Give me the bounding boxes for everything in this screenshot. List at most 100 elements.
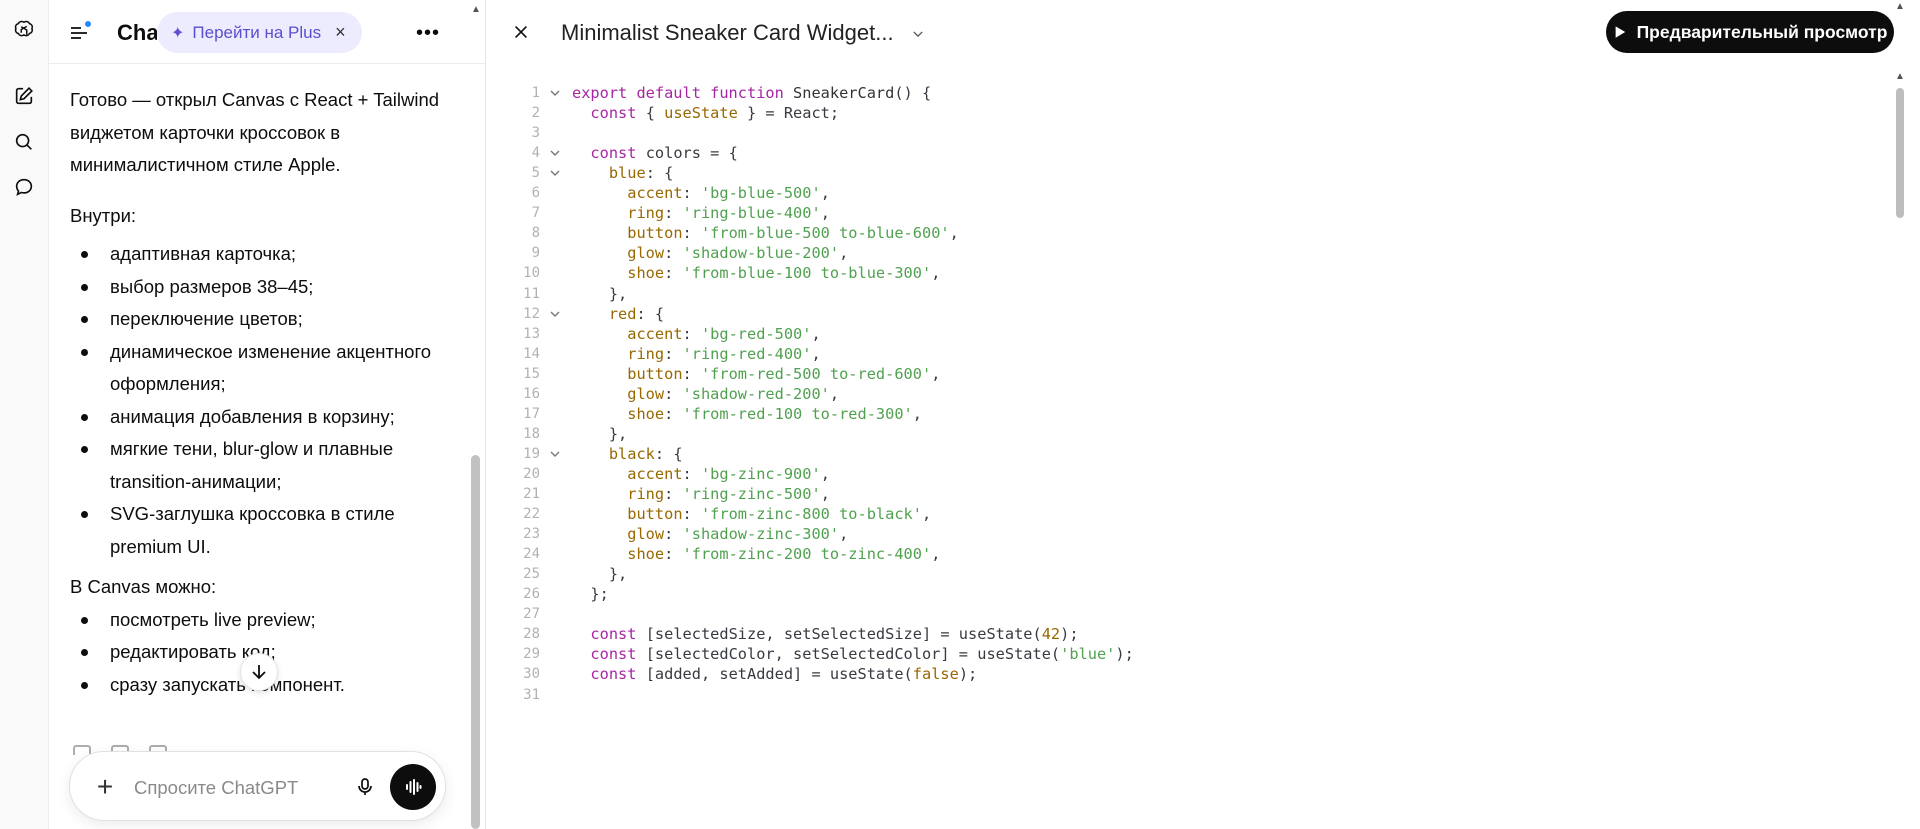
code-line[interactable]: const [added, setAdded] = useState(false… — [590, 665, 978, 684]
code-line[interactable]: shoe: 'from-blue-100 to-blue-300', — [627, 264, 941, 283]
canvas-header: Minimalist Sneaker Card Widget... ••• Пр… — [486, 0, 1920, 64]
add-attachment-button[interactable]: + — [96, 771, 114, 802]
fold-chevron-icon[interactable] — [548, 302, 562, 326]
code-line[interactable]: }, — [572, 424, 628, 443]
code-line[interactable]: accent: 'bg-red-500', — [627, 324, 821, 343]
canvas-heading: В Canvas можно: — [70, 576, 217, 597]
sparkle-icon: ✦ — [171, 24, 185, 42]
line-number: 10 — [523, 265, 540, 282]
code-line[interactable]: shoe: 'from-red-100 to-red-300', — [627, 404, 922, 423]
fold-chevron-icon[interactable] — [548, 81, 562, 105]
list-item: сразу запускать компонент. — [70, 669, 440, 702]
list-item: посмотреть live preview; — [70, 604, 440, 637]
code-line[interactable]: glow: 'shadow-blue-200', — [627, 244, 849, 263]
play-icon — [1615, 26, 1625, 38]
close-canvas-button[interactable] — [506, 17, 536, 47]
thumbs-down-icon[interactable] — [149, 745, 167, 755]
line-number: 3 — [531, 125, 540, 142]
fold-chevron-icon[interactable] — [548, 161, 562, 185]
scroll-up-arrow-icon[interactable]: ▲ — [471, 3, 481, 15]
list-item: выбор размеров 38–45; — [70, 271, 440, 304]
line-number: 9 — [531, 245, 540, 262]
line-number: 11 — [523, 285, 540, 302]
thumbs-up-icon[interactable] — [111, 745, 129, 755]
chat-header: Cha ✦ Перейти на Plus × ••• — [49, 0, 485, 64]
line-number: 22 — [523, 506, 540, 523]
openai-logo-icon[interactable] — [6, 12, 42, 48]
line-number: 20 — [523, 465, 540, 482]
code-line[interactable]: }, — [572, 284, 628, 303]
code-line[interactable]: blue: { — [608, 164, 674, 183]
line-number: 7 — [531, 205, 540, 222]
list-item: переключение цветов; — [70, 303, 440, 336]
sidebar-toggle-icon — [71, 27, 87, 39]
search-icon[interactable] — [6, 124, 42, 160]
microphone-icon[interactable] — [350, 772, 380, 802]
code-line[interactable]: ring: 'ring-red-400', — [627, 344, 821, 363]
arrow-down-icon — [252, 665, 266, 680]
code-line[interactable]: const { useState } = React; — [590, 104, 840, 123]
line-number: 18 — [523, 425, 540, 442]
list-item: динамическое изменение акцентного оформл… — [70, 336, 440, 401]
chat-panel: Cha ✦ Перейти на Plus × ••• Готово — отк… — [49, 0, 485, 829]
copy-icon[interactable] — [73, 745, 91, 755]
code-line[interactable]: red: { — [608, 304, 665, 323]
inside-list: адаптивная карточка; выбор размеров 38–4… — [70, 238, 440, 563]
line-number: 1 — [531, 85, 540, 101]
canvas-scrollbar-thumb[interactable] — [1896, 88, 1904, 218]
chevron-down-icon[interactable] — [908, 24, 928, 44]
line-number: 6 — [531, 185, 540, 202]
chat-scrollbar-thumb[interactable] — [471, 455, 480, 829]
line-number: 12 — [523, 305, 540, 322]
more-options-icon[interactable]: ••• — [415, 21, 440, 44]
code-line[interactable]: ring: 'ring-zinc-500', — [627, 485, 830, 503]
code-line[interactable]: glow: 'shadow-red-200', — [627, 384, 840, 403]
scroll-up-arrow-icon[interactable]: ▲ — [1895, 70, 1905, 82]
line-number: 13 — [523, 325, 540, 342]
preview-button[interactable]: Предварительный просмотр — [1606, 11, 1894, 53]
line-number: 5 — [531, 165, 540, 182]
canvas-list: посмотреть live preview; редактировать к… — [70, 604, 440, 702]
prompt-input[interactable] — [134, 775, 334, 801]
code-line[interactable]: }; — [572, 585, 609, 604]
code-line[interactable]: glow: 'shadow-zinc-300', — [627, 525, 849, 544]
code-line[interactable]: export default function SneakerCard() { — [572, 84, 932, 102]
left-rail — [0, 0, 49, 829]
chat-title: Cha — [117, 20, 157, 45]
code-line[interactable]: button: 'from-red-500 to-red-600', — [627, 364, 941, 383]
message-intro: Готово — открыл Canvas с React + Tailwin… — [70, 89, 440, 175]
code-line[interactable]: shoe: 'from-zinc-200 to-zinc-400', — [627, 545, 941, 564]
sidebar-toggle-button[interactable] — [67, 19, 93, 45]
line-number: 17 — [523, 405, 540, 422]
new-chat-icon[interactable] — [6, 78, 42, 114]
list-item: мягкие тени, blur-glow и плавные transit… — [70, 433, 440, 498]
code-line[interactable]: black: { — [608, 444, 683, 463]
scroll-down-button[interactable] — [240, 653, 278, 691]
code-line[interactable]: }, — [572, 565, 628, 584]
code-line[interactable]: button: 'from-blue-500 to-blue-600', — [627, 224, 959, 243]
upgrade-plus-button[interactable]: ✦ Перейти на Plus × — [157, 12, 362, 53]
message-actions — [73, 745, 167, 755]
close-icon[interactable]: × — [335, 22, 346, 42]
code-line[interactable]: const colors = { — [590, 144, 738, 163]
upgrade-label: Перейти на Plus — [192, 22, 322, 42]
fold-chevron-icon[interactable] — [548, 141, 562, 165]
list-item: анимация добавления в корзину; — [70, 401, 440, 434]
line-number: 4 — [531, 145, 540, 162]
scroll-up-arrow-icon[interactable]: ▲ — [1895, 0, 1905, 12]
code-line[interactable]: accent: 'bg-blue-500', — [627, 184, 830, 203]
code-line[interactable]: const [selectedColor, setSelectedColor] … — [590, 645, 1134, 664]
code-line[interactable]: const [selectedSize, setSelectedSize] = … — [590, 625, 1079, 644]
line-number: 30 — [523, 666, 540, 683]
line-number: 29 — [523, 646, 540, 663]
code-line[interactable]: ring: 'ring-blue-400', — [627, 204, 830, 223]
notification-dot — [83, 19, 93, 29]
code-line[interactable]: button: 'from-zinc-800 to-black', — [627, 505, 932, 524]
panel-divider[interactable] — [485, 0, 486, 829]
voice-mode-button[interactable] — [390, 764, 436, 810]
chat-bubble-icon[interactable] — [6, 169, 42, 205]
fold-chevron-icon[interactable] — [548, 442, 562, 466]
canvas-title[interactable]: Minimalist Sneaker Card Widget... — [561, 20, 894, 45]
composer: + — [69, 751, 446, 821]
code-line[interactable]: accent: 'bg-zinc-900', — [627, 464, 830, 483]
